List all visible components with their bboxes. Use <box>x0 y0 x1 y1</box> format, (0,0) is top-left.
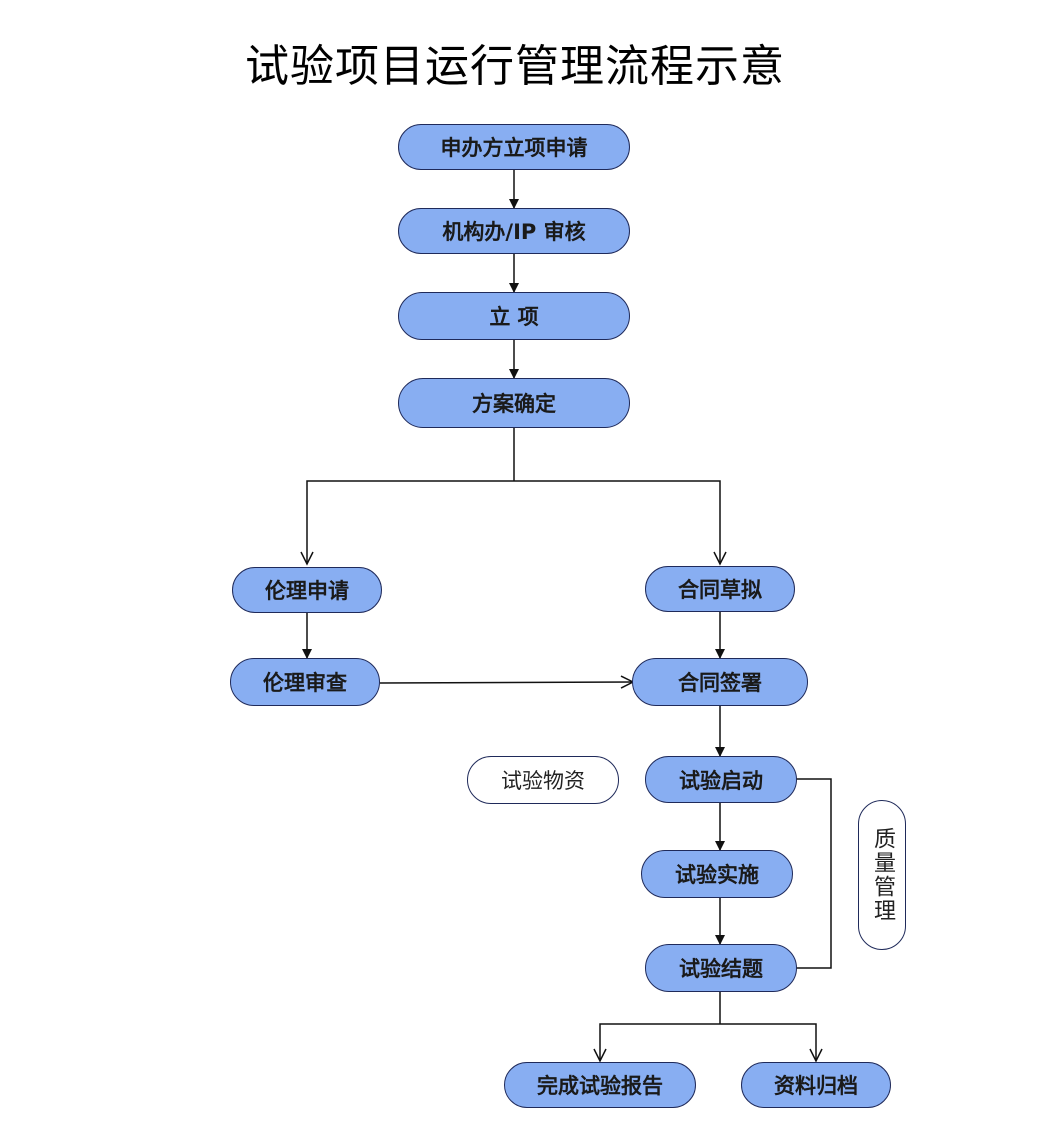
node-trial-implement: 试验实施 <box>641 850 793 898</box>
connector-quality-loop <box>796 778 832 969</box>
node-trial-close: 试验结题 <box>645 944 797 992</box>
node-contract-sign: 合同签署 <box>632 658 808 706</box>
node-plan-confirm: 方案确定 <box>398 378 630 428</box>
node-contract-draft: 合同草拟 <box>645 566 795 612</box>
arrow-close-to-archive <box>720 1023 823 1063</box>
node-archive: 资料归档 <box>741 1062 891 1108</box>
node-final-report: 完成试验报告 <box>504 1062 696 1108</box>
node-ethics-review: 伦理审查 <box>230 658 380 706</box>
node-institution-review: 机构办/IP 审核 <box>398 208 630 254</box>
node-trial-supplies: 试验物资 <box>467 756 619 804</box>
node-project-setup: 立 项 <box>398 292 630 340</box>
arrow-plan-to-contract <box>514 480 727 566</box>
node-trial-start: 试验启动 <box>645 756 797 803</box>
node-quality-management: 质量管理 <box>858 800 906 950</box>
node-ethics-apply: 伦理申请 <box>232 567 382 613</box>
arrow-ethics-to-contract-sign <box>379 675 635 689</box>
page-title: 试验项目运行管理流程示意 <box>245 41 785 92</box>
arrow-plan-to-ethics <box>300 480 514 566</box>
quality-management-label: 质量管理 <box>870 827 895 923</box>
arrow-close-to-report <box>593 1023 720 1063</box>
node-sponsor-apply: 申办方立项申请 <box>398 124 630 170</box>
